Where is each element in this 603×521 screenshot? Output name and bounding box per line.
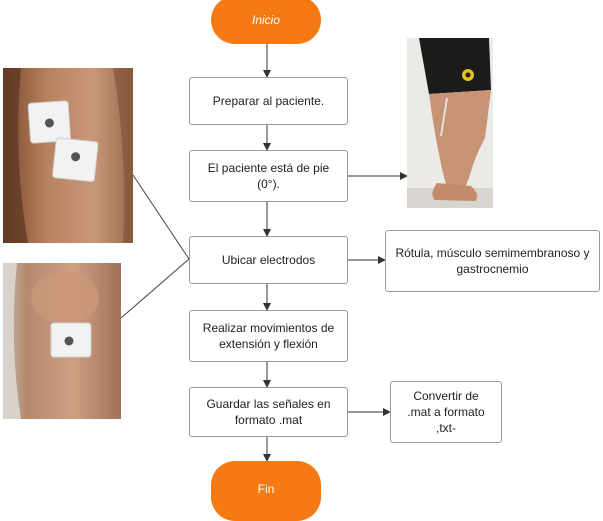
line-photo2-step3 [120,258,190,319]
end-label: Fin [257,482,275,496]
start-terminal: Inicio [211,0,321,44]
photo-knee-one-electrode [3,263,121,419]
photo-knee-two-electrodes [3,68,133,243]
step-movements: Realizar movimientos de extensión y flex… [189,310,348,362]
end-terminal: Fin [211,461,321,521]
step-patient-standing: El paciente está de pie (0°). [189,150,348,202]
convert-format-box: Convertir de .mat a formato ,txt- [390,381,502,443]
line-photo1-step3 [132,174,190,260]
electrode-site-box: Rótula, músculo semimembranoso y gastroc… [385,230,600,292]
photo-standing-leg [407,38,493,208]
step-place-electrodes: Ubicar electrodos [189,236,348,284]
connector-layer [120,44,408,462]
step-save-signals: Guardar las señales en formato .mat [189,387,348,437]
step-prepare-patient: Preparar al paciente. [189,77,348,125]
